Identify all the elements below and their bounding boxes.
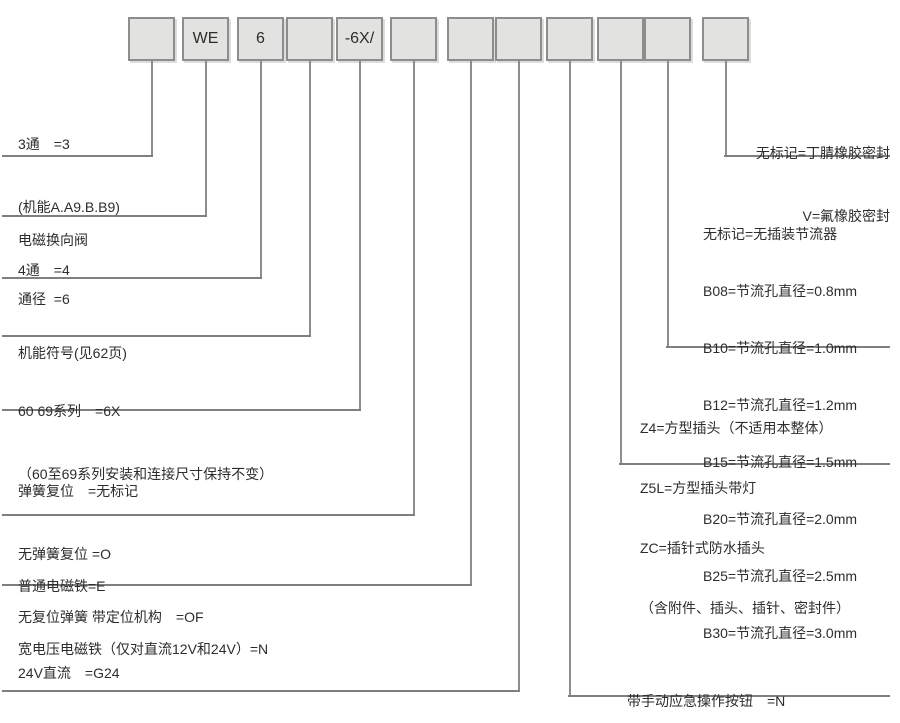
label-rule-ways <box>2 155 153 157</box>
label-line: 宽电压电磁铁（仅对直流12V和24V）=N <box>18 641 269 657</box>
label-rule-plug <box>619 463 890 465</box>
label-voltage: 24V直流 =G24 220V交流.50Hz =W220-50 220V交流本整… <box>18 621 194 723</box>
code-box-1 <box>128 17 175 61</box>
label-line: （含附件、插头、插针、密封件） <box>640 600 850 616</box>
label-line: 机能符号(见62页) <box>18 345 127 361</box>
label-line: 无标记=丁腈橡胶密封 <box>755 145 890 161</box>
label-line: B20=节流孔直径=2.0mm <box>703 511 858 527</box>
label-line: （60至69系列安装和连接尺寸保持不变） <box>18 466 274 482</box>
label-spring-return: 弹簧复位 =无标记 无弹簧复位 =O 无复位弹簧 带定位机构 =OF <box>18 439 204 670</box>
label-line: 通径 =6 <box>18 291 70 307</box>
label-line: 4通 =4 <box>18 262 70 278</box>
code-box-5: -6X/ <box>336 17 383 61</box>
label-nominal-size: 通径 =6 <box>18 247 70 352</box>
connector-line-8 <box>518 59 520 692</box>
code-box-6 <box>390 17 437 61</box>
code-box-10 <box>597 17 644 61</box>
label-line: 24V直流 =G24 <box>18 665 120 681</box>
label-line: 无复位弹簧 带定位机构 =OF <box>18 609 204 625</box>
label-rule-function-symbol <box>2 335 311 337</box>
label-ways: 3通 =3 (机能A.A9.B.B9) 4通 =4 <box>18 92 120 323</box>
label-rule-voltage <box>2 690 520 692</box>
connector-line-5 <box>359 59 361 411</box>
label-line: 3通 =3 <box>18 136 70 152</box>
connector-line-3 <box>260 59 262 279</box>
label-line: V=氟橡胶密封 <box>802 208 890 224</box>
label-line: ZC=插针式防水插头 <box>640 540 765 556</box>
code-box-3: 6 <box>237 17 284 61</box>
label-line: Z4=方型插头（不适用本整体） <box>640 420 833 436</box>
label-line: 电磁换向阀 <box>18 232 88 248</box>
label-line: B15=节流孔直径=1.5mm <box>703 454 858 470</box>
connector-line-6 <box>413 59 415 516</box>
label-line: (机能A.A9.B.B9) <box>18 199 120 215</box>
label-line: 带手动应急操作按钮 =N <box>627 693 786 709</box>
code-box-12 <box>702 17 749 61</box>
connector-line-10 <box>620 59 622 465</box>
connector-line-11 <box>667 59 669 348</box>
code-box-11 <box>644 17 691 61</box>
label-line: 普通电磁铁=E <box>18 578 106 594</box>
label-rule-solenoid-type <box>2 584 472 586</box>
label-line: B10=节流孔直径=1.0mm <box>703 340 858 356</box>
label-line: 无弹簧复位 =O <box>18 546 111 562</box>
label-throttle: 无标记=无插装节流器 B08=节流孔直径=0.8mm B10=节流孔直径=1.0… <box>703 187 857 681</box>
connector-line-7 <box>470 59 472 586</box>
label-line: 60 69系列 =6X <box>18 403 121 419</box>
label-rule-spring-return <box>2 514 415 516</box>
label-rule-series <box>2 409 361 411</box>
code-box-8 <box>495 17 542 61</box>
label-seal: 无标记=丁腈橡胶密封 V=氟橡胶密封 <box>756 101 890 269</box>
code-box-7 <box>447 17 494 61</box>
code-box-2: WE <box>182 17 229 61</box>
connector-line-1 <box>151 59 153 157</box>
label-valve-type: 电磁换向阀 <box>18 188 88 293</box>
label-solenoid-type: 普通电磁铁=E 宽电压电磁铁（仅对直流12V和24V）=N <box>18 534 268 702</box>
connector-line-12 <box>725 59 727 157</box>
label-function-symbol: 机能符号(见62页) <box>18 301 127 406</box>
label-rule-manual-override <box>568 695 890 697</box>
label-line: 无标记=无插装节流器 <box>703 226 838 242</box>
label-manual-override: 带手动应急操作按钮 =N <box>627 649 785 723</box>
label-rule-seal <box>724 155 890 157</box>
label-line: Z5L=方型插头带灯 <box>640 480 757 496</box>
code-box-4 <box>286 17 333 61</box>
label-series: 60 69系列 =6X （60至69系列安装和连接尺寸保持不变） <box>18 359 273 527</box>
label-rule-valve-type <box>2 215 207 217</box>
label-rule-nominal-size <box>2 277 262 279</box>
label-plug: Z4=方型插头（不适用本整体） Z5L=方型插头带灯 ZC=插针式防水插头 （含… <box>640 378 850 658</box>
connector-line-9 <box>569 59 571 697</box>
label-line: 弹簧复位 =无标记 <box>18 483 139 499</box>
label-line: B12=节流孔直径=1.2mm <box>703 397 858 413</box>
label-rule-throttle <box>666 346 890 348</box>
label-line: B25=节流孔直径=2.5mm <box>703 568 858 584</box>
connector-line-2 <box>205 59 207 217</box>
label-line: B30=节流孔直径=3.0mm <box>703 625 858 641</box>
code-box-9 <box>546 17 593 61</box>
connector-line-4 <box>309 59 311 337</box>
label-line: B08=节流孔直径=0.8mm <box>703 283 858 299</box>
